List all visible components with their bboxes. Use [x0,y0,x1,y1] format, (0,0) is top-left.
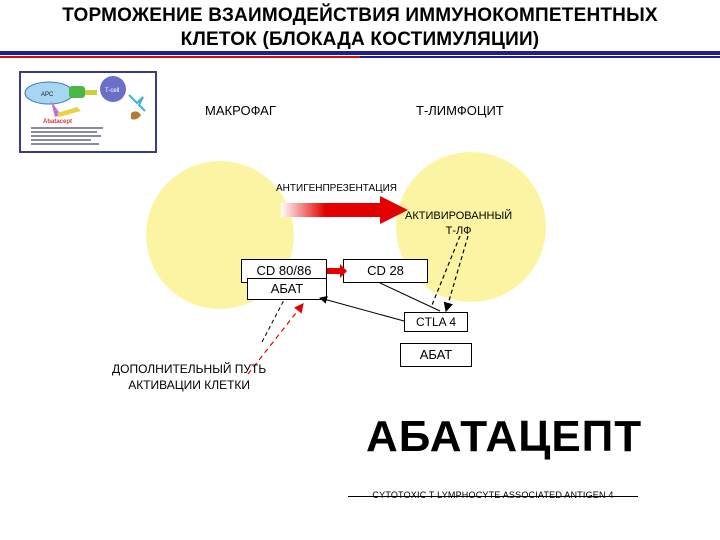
thumb-tcell-label: T-cell [105,88,119,94]
footnote: CYTOTOXIC T LYMPHOCYTE ASSOCIATED ANTIGE… [372,490,614,500]
t-lymphocyte-label: Т-ЛИМФОЦИТ [416,103,504,118]
title-line-1: ТОРМОЖЕНИЕ ВЗАИМОДЕЙСТВИЯ ИММУНОКОМПЕТЕН… [62,5,658,26]
tcell-to-ctla4-dashed [443,235,469,313]
additional-line-2: АКТИВАЦИИ КЛЕТКИ [128,378,251,392]
macrophage-label: МАКРОФАГ [205,103,276,118]
additional-pathway-label: ДОПОЛНИТЕЛЬНЫЙ ПУТЬ АКТИВАЦИИ КЛЕТКИ [112,361,266,393]
tcell-to-cd28-dashed [431,235,461,306]
additional-pathway-dashed [247,303,304,375]
abat-right-label: АБАТ [419,347,453,362]
abat-right-box: АБАТ [400,343,472,367]
ctla4-label: CTLA 4 [415,315,457,329]
activated-t-cell-label: АКТИВИРОВАННЫЙ Т-ЛФ [405,209,512,239]
thumb-drug-label: Abatacept [43,119,72,125]
thumbnail-illustration: APC T-cell Abatacept [24,76,146,145]
title-line-2: КЛЕТОК (БЛОКАДА КОСТИМУЛЯЦИИ) [180,29,540,50]
macrophage-to-abat-dashed [261,299,285,343]
activated-line-2: Т-ЛФ [445,225,472,237]
abat-left-label: АБАТ [270,281,304,296]
antigen-presentation-label: АНТИГЕНПРЕЗЕНТАЦИЯ [276,183,397,194]
slide-title: ТОРМОЖЕНИЕ ВЗАИМОДЕЙСТВИЯ ИММУНОКОМПЕТЕН… [0,4,720,52]
abat-left-box: АБАТ [247,278,327,300]
activated-line-1: АКТИВИРОВАННЫЙ [405,210,513,222]
ctla4-to-cd8086-line [319,295,405,322]
cd28-to-ctla4-line [379,282,441,312]
footnote-rule [348,496,638,497]
title-underline [0,51,720,58]
thumb-apc-label: APC [41,92,54,98]
cd8086-label: CD 80/86 [256,263,312,278]
costimulation-thumbnail: APC T-cell Abatacept [19,71,157,153]
cd28-box: CD 28 [343,259,428,283]
drug-name: АБАТАЦЕПТ [366,412,643,461]
cd-binding-arrow [327,264,347,278]
additional-line-1: ДОПОЛНИТЕЛЬНЫЙ ПУТЬ [112,362,267,376]
ctla4-box: CTLA 4 [404,312,468,332]
cd28-label: CD 28 [367,263,404,278]
